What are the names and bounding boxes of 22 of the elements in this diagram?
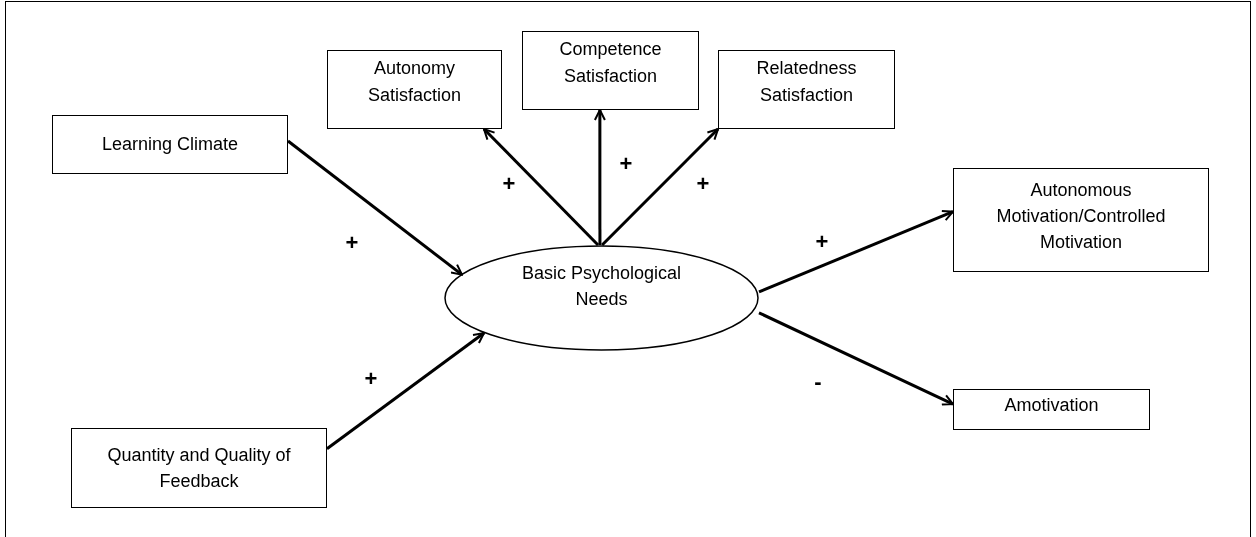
node-label: Autonomous Motivation/Controlled Motivation — [995, 178, 1167, 255]
arrow — [326, 331, 485, 450]
text-box — [52, 115, 288, 174]
node-label: Basic Psychological Needs — [520, 261, 683, 311]
text-box — [71, 428, 327, 508]
node-label: Learning Climate — [101, 133, 239, 157]
text-box — [953, 168, 1209, 272]
arrow — [601, 127, 720, 247]
arrow — [287, 139, 463, 276]
arrow — [758, 209, 954, 294]
arrow — [482, 127, 600, 247]
node-label: Autonomy Satisfaction — [366, 57, 463, 107]
arrow — [758, 311, 954, 406]
node-label: Competence Satisfaction — [558, 38, 663, 88]
node-label: Amotivation — [1004, 394, 1099, 418]
arrow — [593, 109, 606, 245]
text-box — [718, 50, 895, 129]
text-box — [327, 50, 502, 129]
node-label: Relatedness Satisfaction — [755, 57, 858, 107]
text-box — [953, 389, 1150, 430]
node-label: Quantity and Quality of Feedback — [106, 443, 292, 493]
text-box — [522, 31, 699, 110]
